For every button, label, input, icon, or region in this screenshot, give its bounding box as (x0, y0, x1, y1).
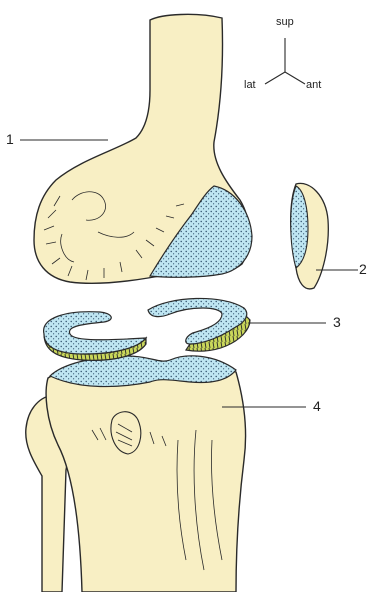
label-femur: 1 (6, 132, 14, 146)
patella (291, 183, 329, 289)
orientation-axes (265, 38, 305, 84)
tibial-cartilage-shape (50, 356, 236, 387)
tibia (26, 356, 246, 592)
lateral-meniscus (44, 312, 146, 354)
orientation-sup-label: sup (276, 17, 294, 28)
menisci (44, 298, 250, 360)
label-tibia: 4 (313, 399, 321, 413)
orientation-lat-label: lat (244, 80, 256, 91)
orientation-ant-label: ant (306, 80, 321, 91)
tibia-shape (46, 362, 245, 592)
femur (34, 14, 252, 283)
label-menisci: 3 (333, 315, 341, 329)
label-patella: 2 (359, 262, 367, 276)
